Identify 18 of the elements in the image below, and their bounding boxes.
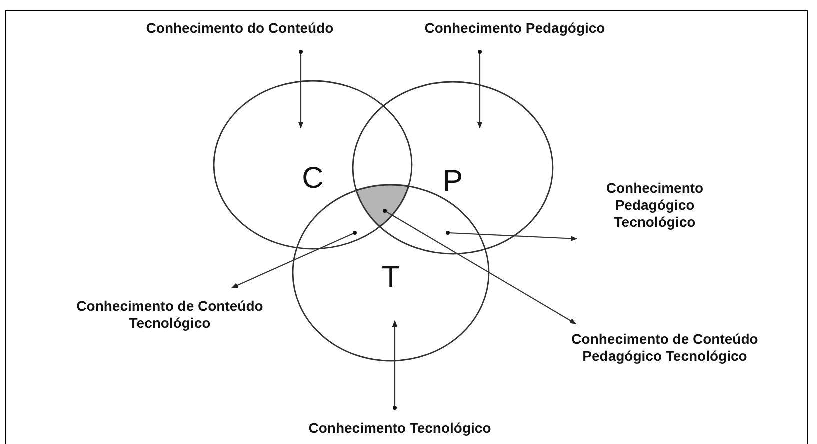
leader-arrow	[392, 320, 398, 410]
venn-circle	[213, 80, 413, 250]
leader-arrow	[446, 231, 578, 242]
circle-letter: P	[443, 164, 463, 199]
circle-letter: C	[302, 162, 324, 196]
venn-circle	[352, 81, 554, 255]
concept-label: Conhecimento Tecnológico	[270, 420, 530, 437]
concept-label: Conhecimento do Conteúdo	[110, 20, 370, 37]
concept-label: Conhecimento Pedagógico	[395, 20, 635, 37]
leader-arrow	[477, 50, 483, 129]
circle-letter: T	[382, 261, 400, 296]
concept-label: Conhecimento Pedagógico Tecnológico	[585, 180, 725, 231]
shaded-region	[355, 184, 410, 228]
leader-arrow	[298, 50, 304, 129]
concept-label: Conhecimento de Conteúdo Pedagógico Tecnológico	[565, 331, 765, 365]
concept-label: Conhecimento de Conteúdo Tecnológico	[60, 298, 280, 332]
leader-arrow	[383, 209, 577, 324]
leader-arrow	[231, 231, 357, 288]
